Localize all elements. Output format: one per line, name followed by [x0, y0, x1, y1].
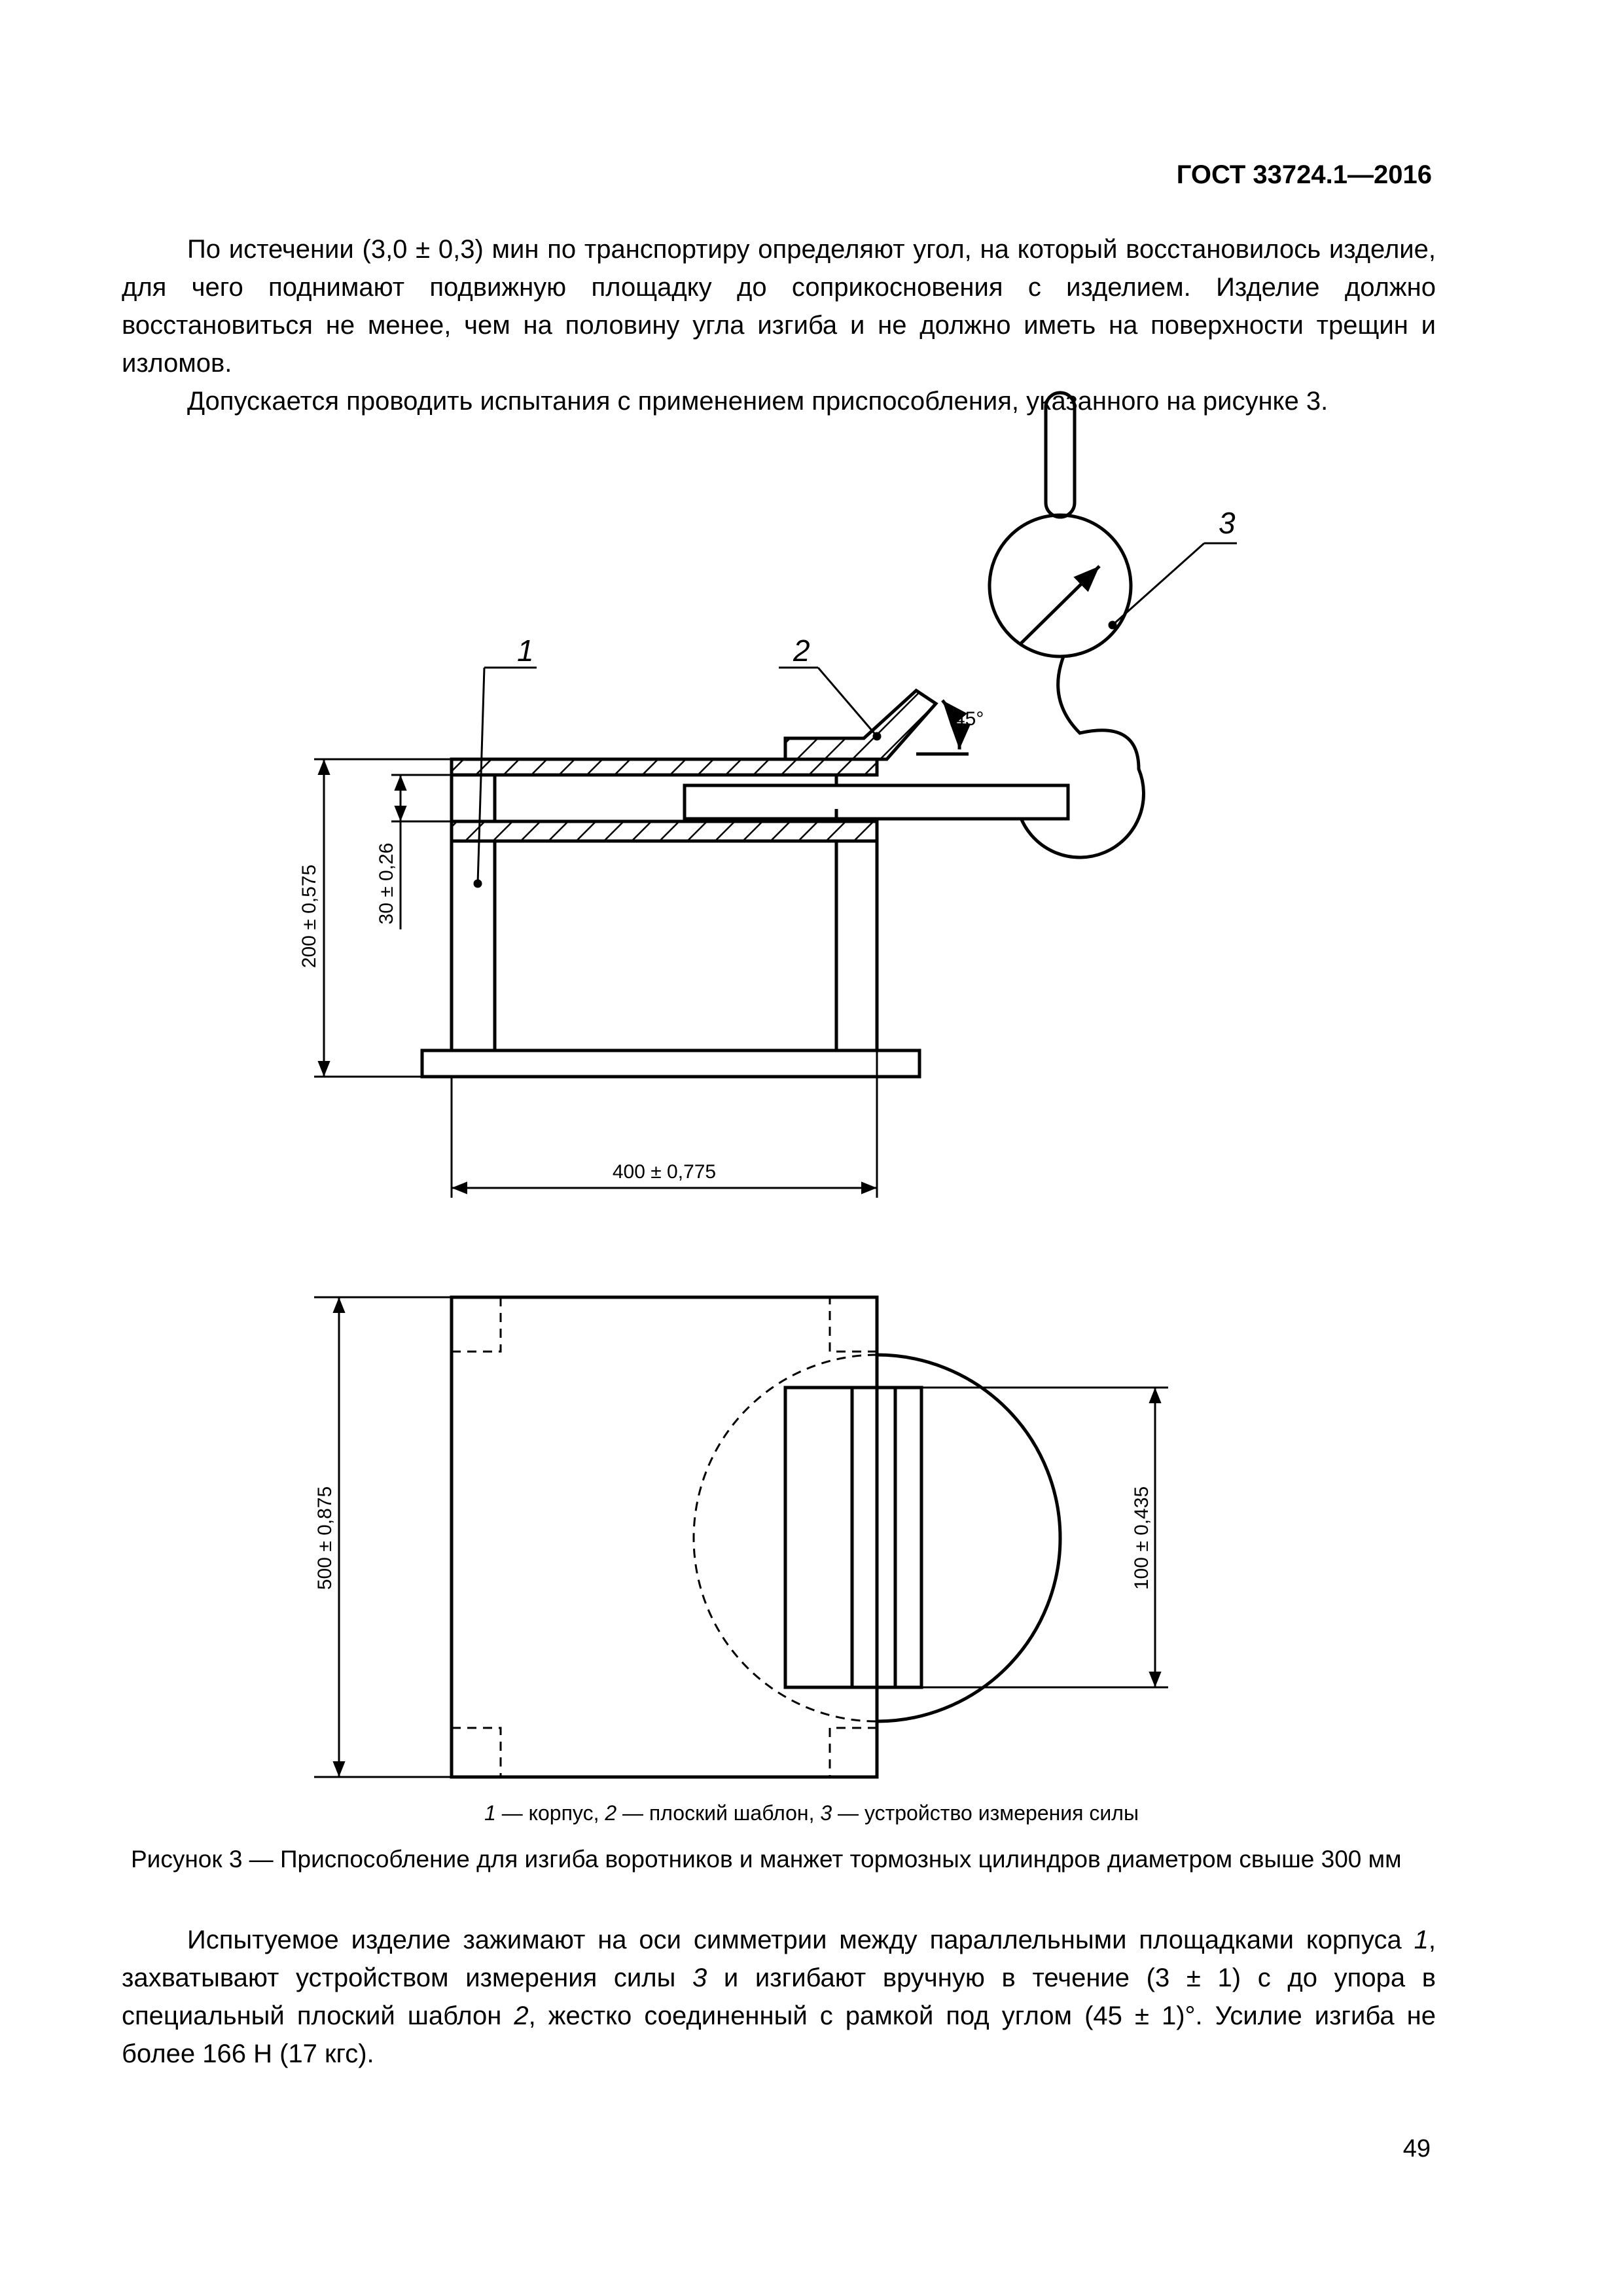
plan-arc	[876, 1353, 1062, 1723]
side-view	[314, 391, 1237, 1198]
dim-template-width: 100 ± 0,435	[1131, 1486, 1152, 1590]
force-meter-dial	[988, 513, 1133, 658]
plan-frame	[450, 1295, 879, 1779]
callout-3: 3	[1219, 506, 1236, 540]
dim-gap: 30 ± 0,26	[376, 843, 397, 925]
right-leg	[834, 839, 879, 1052]
page-number: 49	[1402, 2135, 1431, 2162]
legend-text-1: — корпус,	[495, 1801, 605, 1825]
plan-view	[314, 1295, 1168, 1779]
dim-height-total: 200 ± 0,575	[298, 865, 320, 968]
paragraph-recovery: По истечении (3,0 ± 0,3) мин по транспор…	[122, 235, 1436, 378]
angle-label: 45°	[954, 708, 984, 730]
paragraph-procedure: Испытуемое изделие зажимают на оси симме…	[122, 1926, 1436, 2068]
document-code: ГОСТ 33724.1—2016	[1176, 160, 1432, 189]
paragraph-fixture: Допускается проводить испытания с примен…	[187, 387, 1329, 416]
lower-plate	[450, 819, 879, 843]
workpiece	[683, 783, 1070, 821]
closing-text: Испытуемое изделие зажимают на оси симме…	[122, 1921, 1436, 2073]
callout-2: 2	[793, 634, 810, 668]
callout-1: 1	[517, 634, 534, 668]
left-leg	[450, 839, 497, 1052]
legend-text-3: — устройство измерения силы	[832, 1801, 1139, 1825]
flat-template	[783, 688, 938, 761]
left-post-upper	[450, 773, 497, 823]
figure-title: Рисунок 3 — Приспособление для изгиба во…	[131, 1846, 1402, 1873]
legend-num-3: 3	[820, 1801, 832, 1825]
legend-text-2: — плоский шаблон,	[616, 1801, 821, 1825]
force-meter-hook	[1019, 656, 1145, 859]
intro-text: По истечении (3,0 ± 0,3) мин по транспор…	[122, 230, 1436, 420]
dim-plan-height: 500 ± 0,875	[314, 1486, 336, 1590]
upper-plate	[450, 757, 879, 777]
legend-num-1: 1	[484, 1801, 496, 1825]
base-plate	[420, 1049, 921, 1079]
legend-num-2: 2	[605, 1801, 617, 1825]
force-meter-handle	[1044, 391, 1077, 519]
dim-width: 400 ± 0,775	[613, 1161, 716, 1183]
figure-legend: 1 — корпус, 2 — плоский шаблон, 3 — устр…	[0, 1801, 1623, 1825]
